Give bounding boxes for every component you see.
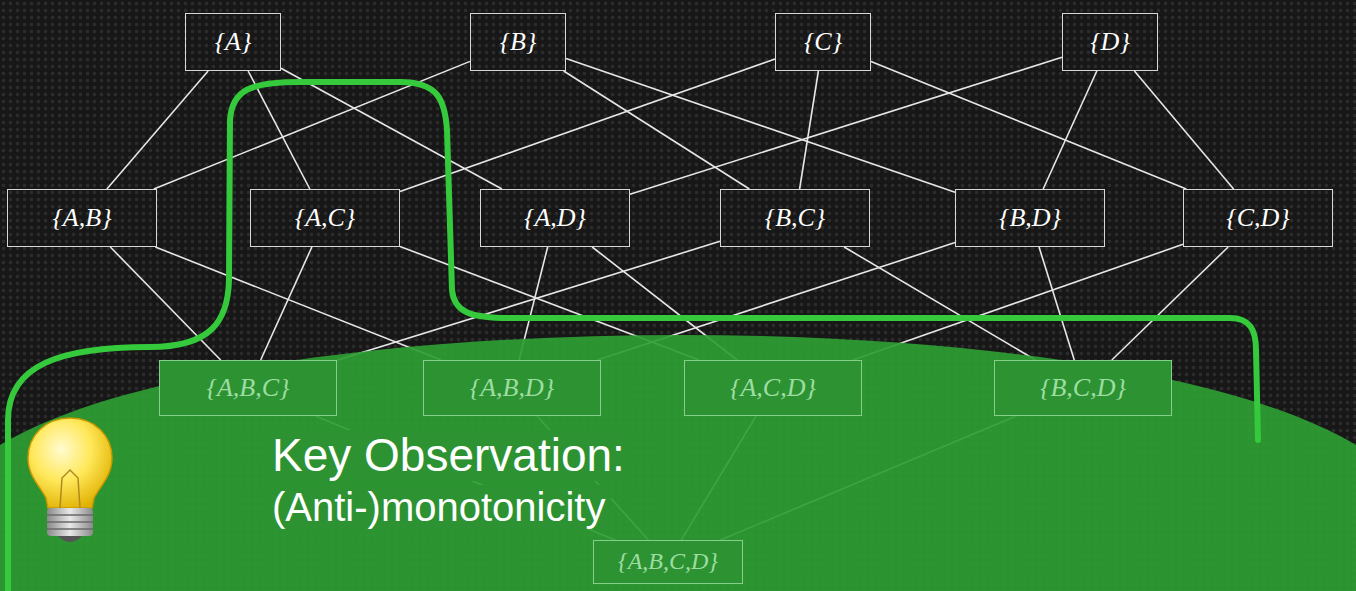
lattice-edge: [155, 247, 441, 360]
lattice-line: [1134, 71, 1233, 189]
subset-label: {A,C}: [295, 203, 356, 232]
subset-label: {C,D}: [1226, 203, 1289, 232]
lattice-line: [564, 71, 750, 189]
subset-box: {A,C}: [250, 189, 400, 247]
green-boundary-curve: [8, 82, 1258, 591]
subset-box: {A,D}: [480, 189, 630, 247]
lattice-line: [630, 57, 1062, 194]
lattice-line: [281, 68, 502, 189]
lattice-line: [400, 59, 775, 192]
lattice-line: [1039, 247, 1074, 360]
subset-box: {A,B,D}: [423, 360, 601, 416]
lattice-line: [1043, 71, 1097, 189]
lattice-edge: [800, 71, 819, 189]
lattice-edge: [110, 247, 220, 360]
lattice-edge: [400, 59, 775, 192]
lattice-edge: [564, 71, 750, 189]
subset-box: {A,B}: [7, 189, 157, 247]
subset-label: {B,D}: [999, 203, 1061, 232]
lattice-edge: [1112, 247, 1228, 360]
subset-label: {A,D}: [524, 203, 586, 232]
lattice-edge: [281, 68, 502, 189]
subset-box: {B,D}: [955, 189, 1105, 247]
subset-label: {A,B,D}: [470, 373, 554, 402]
lattice-edge: [107, 71, 208, 189]
lattice-line: [110, 247, 220, 360]
lattice-line: [107, 71, 208, 189]
subset-label: {B}: [500, 27, 537, 56]
subset-label: {D}: [1090, 27, 1130, 56]
subset-label: {B,C}: [765, 203, 826, 232]
subset-box: {C}: [775, 13, 871, 71]
slide-text: Key Observation:: [266, 430, 631, 481]
lattice-edge: [1043, 71, 1097, 189]
lattice-edge: [630, 57, 1062, 194]
lattice-line: [871, 61, 1186, 189]
subset-box: {D}: [1062, 13, 1158, 71]
lightbulb-icon: [28, 418, 112, 542]
lattice-line: [1112, 247, 1228, 360]
subset-label: {B,C,D}: [1040, 373, 1126, 402]
lattice-edge: [566, 59, 955, 193]
green-ellipse: [0, 335, 1356, 591]
subset-box: {B}: [470, 13, 566, 71]
lattice-line: [155, 247, 441, 360]
subset-box: {A,B,C}: [159, 360, 337, 416]
slide-text: (Anti-)monotonicity: [266, 485, 611, 529]
subset-box: {A,B,C,D}: [593, 540, 743, 584]
lattice-edge: [853, 244, 1183, 360]
lattice-edge: [1134, 71, 1233, 189]
subset-label: {A}: [215, 27, 252, 56]
subset-label: {A,B,C,D}: [618, 548, 718, 574]
lattice-line: [800, 71, 819, 189]
lattice-line: [261, 247, 312, 360]
subset-label: {A,B}: [52, 203, 111, 232]
lattice-line: [853, 244, 1183, 360]
subset-box: {B,C,D}: [994, 360, 1172, 416]
subset-box: {A,C,D}: [684, 360, 862, 416]
subset-box: {B,C}: [720, 189, 870, 247]
subset-box: {C,D}: [1183, 189, 1333, 247]
subset-box: {A}: [185, 13, 281, 71]
subset-label: {A,C,D}: [730, 373, 816, 402]
subset-label: {A,B,C}: [207, 373, 290, 402]
lattice-edge: [261, 247, 312, 360]
subset-label: {C}: [804, 27, 842, 56]
lattice-edge: [1039, 247, 1074, 360]
lattice-line: [566, 59, 955, 193]
lattice-edge: [871, 61, 1186, 189]
